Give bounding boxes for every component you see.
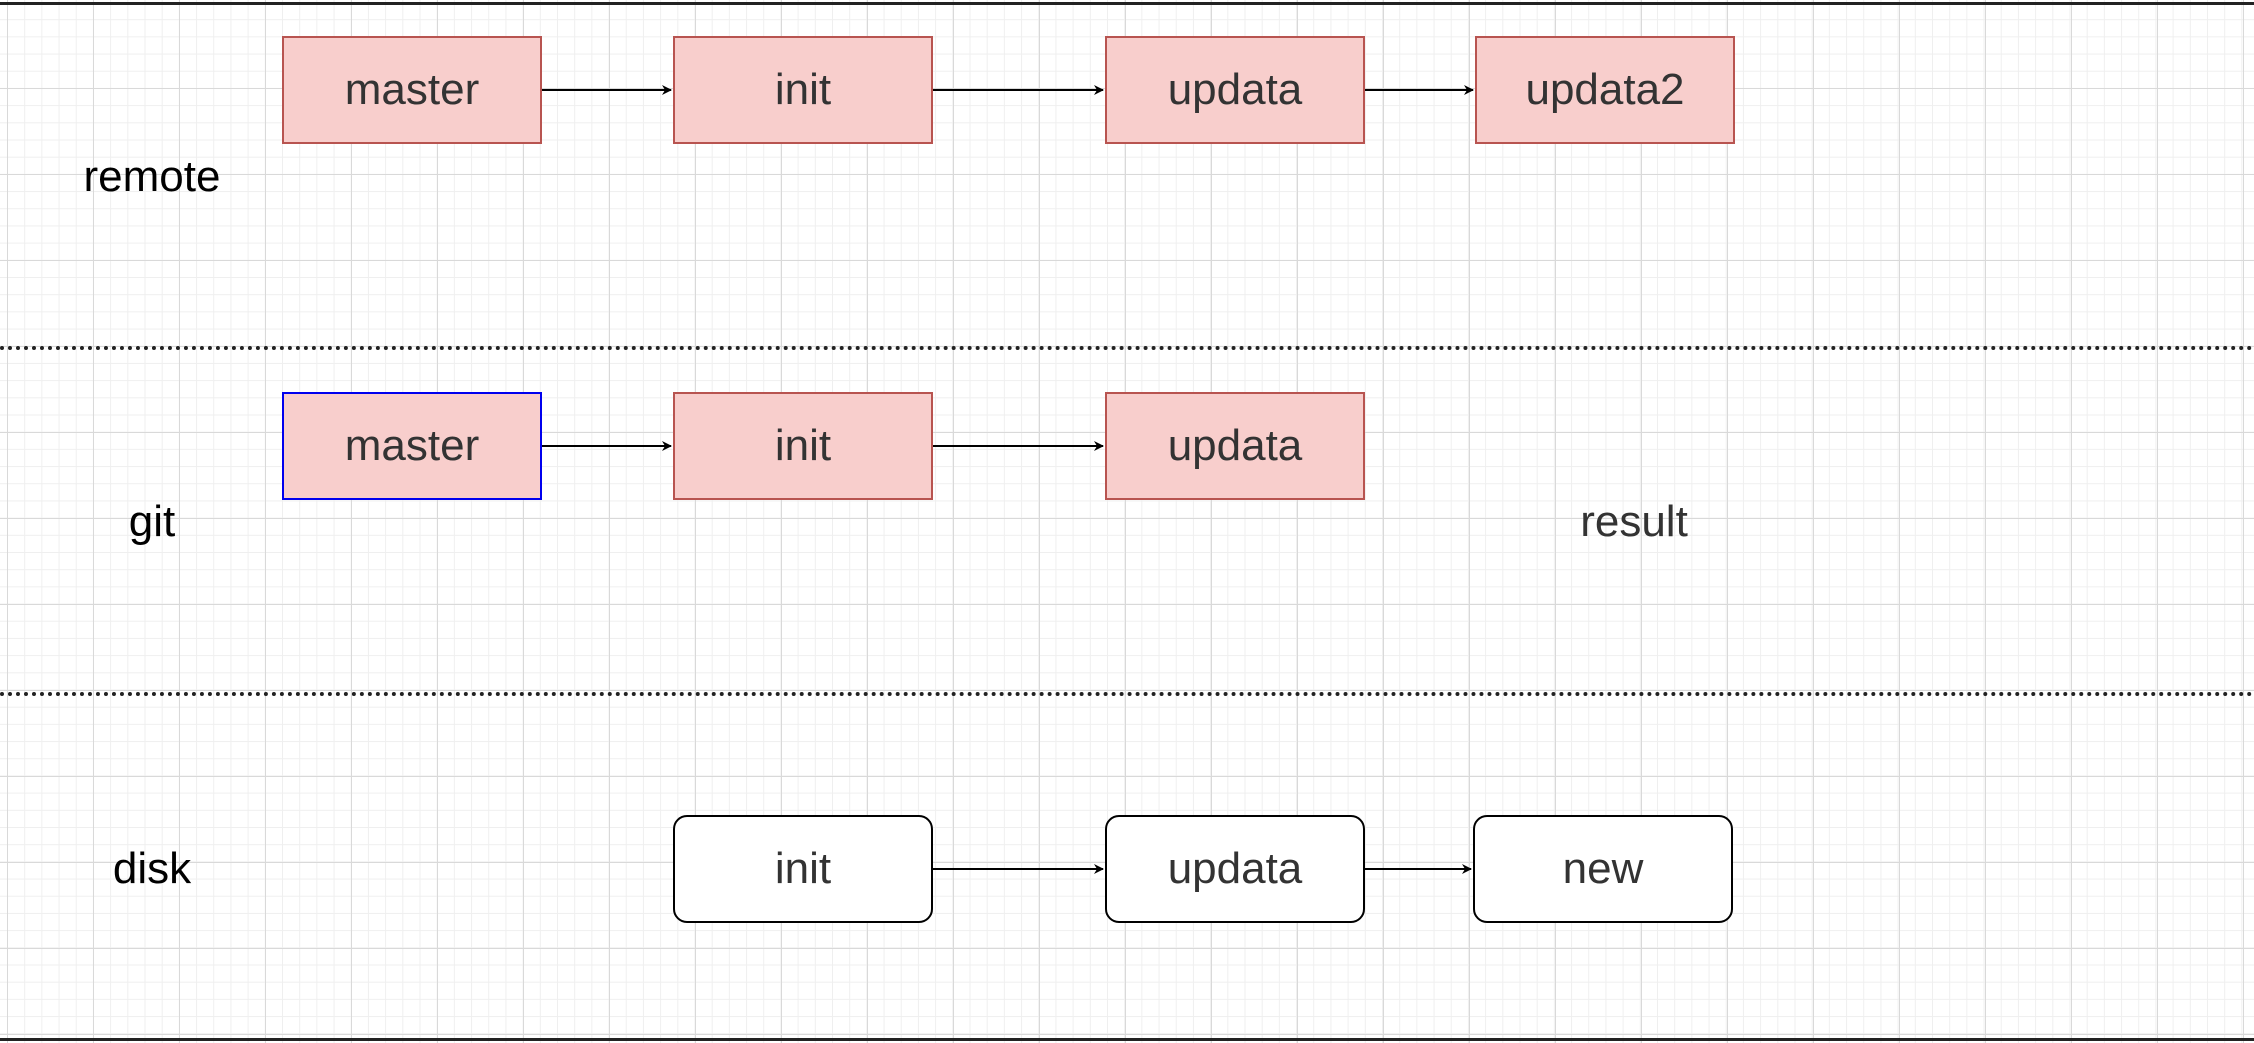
remote-node-init[interactable]: init <box>673 36 933 144</box>
remote-node-updata[interactable]: updata <box>1105 36 1365 144</box>
disk-node-init[interactable]: init <box>673 815 933 923</box>
disk-node-updata[interactable]: updata <box>1105 815 1365 923</box>
git-node-updata[interactable]: updata <box>1105 392 1365 500</box>
remote-node-master[interactable]: master <box>282 36 542 144</box>
disk-node-new[interactable]: new <box>1473 815 1733 923</box>
lane-label-remote: remote <box>83 152 221 201</box>
git-disk-divider <box>0 692 2254 696</box>
lane-label-disk: disk <box>112 844 192 893</box>
git-node-init[interactable]: init <box>673 392 933 500</box>
lane-label-git: git <box>128 497 176 546</box>
remote-node-updata2[interactable]: updata2 <box>1475 36 1735 144</box>
git-node-master[interactable]: master <box>282 392 542 500</box>
result-label: result <box>1580 497 1688 546</box>
remote-git-divider <box>0 346 2254 350</box>
top-border-line <box>0 2 2254 5</box>
bottom-border-line <box>0 1038 2254 1041</box>
